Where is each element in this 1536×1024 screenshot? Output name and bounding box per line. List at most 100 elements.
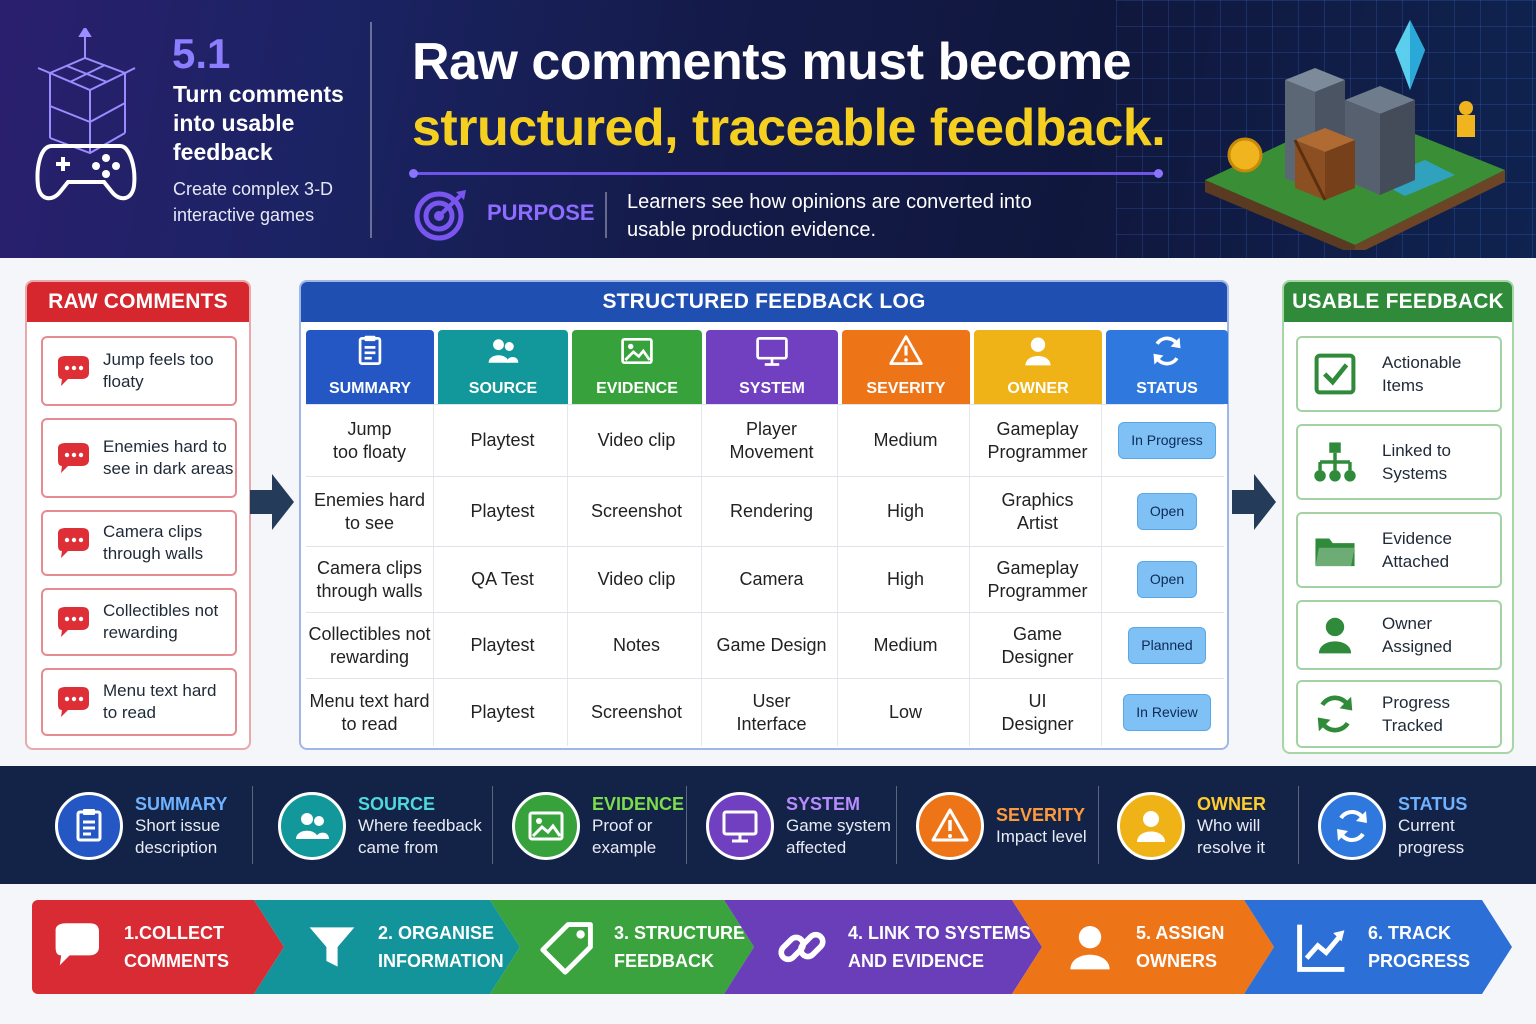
lesson-subtitle: Turn comments into usable feedback (173, 81, 344, 165)
usable-feedback-card: Actionable Items (1296, 336, 1502, 412)
warning-icon (888, 333, 924, 380)
column-header-summary: SUMMARY (306, 330, 434, 404)
raw-comment-card: Enemies hard to see in dark areas (41, 418, 237, 498)
target-icon (414, 190, 466, 241)
table-cell-status: Planned (1106, 613, 1228, 678)
raw-comment-text: Menu text hard to read (103, 681, 217, 722)
checkbox-icon (1312, 351, 1358, 397)
users-icon (278, 792, 346, 860)
course-name: Create complex 3-D interactive games (173, 179, 334, 225)
legend-title: EVIDENCE (592, 794, 685, 814)
image-icon (512, 792, 580, 860)
table-cell-severity: Medium (842, 613, 970, 678)
legend-title: SEVERITY (996, 805, 1086, 825)
legend-description: Who will resolve it (1197, 816, 1266, 857)
cell-text: QA Test (471, 569, 534, 589)
legend-title: SYSTEM (786, 794, 861, 814)
status-badge: Planned (1128, 627, 1206, 664)
table-cell-severity: High (842, 547, 970, 612)
table-cell-system: Game Design (706, 613, 838, 678)
raw-comment-card: Jump feels too floaty (41, 336, 237, 406)
raw-comment-text: Camera clips through walls (103, 522, 204, 563)
monitor-icon (706, 792, 774, 860)
table-cell-severity: High (842, 477, 970, 546)
warning-icon (916, 792, 984, 860)
usable-feedback-label: Actionable Items (1382, 353, 1462, 395)
cell-text: Playtest (470, 501, 535, 521)
clipboard-icon (352, 333, 388, 380)
table-cell-evidence: Screenshot (572, 477, 702, 546)
flow-arrow-right-icon (1232, 474, 1276, 530)
refresh-icon (1149, 333, 1185, 380)
legend-divider (252, 786, 253, 864)
person-icon (1312, 612, 1358, 658)
status-badge: Open (1136, 561, 1198, 598)
legend-divider (896, 786, 897, 864)
person-icon (1020, 333, 1056, 380)
table-cell-source: Playtest (438, 405, 568, 476)
column-header-status: STATUS (1106, 330, 1228, 404)
legend-description: Short issue description (135, 816, 221, 857)
legend-divider (492, 786, 493, 864)
speech-bubble-icon (55, 606, 91, 638)
legend-description: Game system affected (786, 816, 891, 857)
cell-text: High (886, 569, 925, 589)
cell-text: Camera (739, 569, 804, 589)
raw-comment-card: Menu text hard to read (41, 668, 237, 736)
table-cell-source: Playtest (438, 679, 568, 746)
raw-comments-title: RAW COMMENTS (27, 282, 249, 322)
cell-text: Rendering (729, 501, 814, 521)
column-header-label: SYSTEM (739, 380, 805, 397)
folder-icon (1312, 527, 1358, 573)
speech-bubble-icon (55, 442, 91, 474)
headline-underline (409, 169, 1163, 178)
status-badge: Open (1136, 493, 1198, 530)
raw-comment-text: Collectibles not rewarding (103, 601, 219, 642)
raw-comment-text: Enemies hard to see in dark areas (103, 437, 234, 478)
legend-divider (1298, 786, 1299, 864)
column-header-label: STATUS (1136, 380, 1198, 397)
usable-feedback-card: Progress Tracked (1296, 680, 1502, 748)
usable-feedback-card: Evidence Attached (1296, 512, 1502, 588)
usable-feedback-label: Owner Assigned (1382, 614, 1452, 656)
legend-title: STATUS (1398, 794, 1468, 814)
table-cell-system: Camera (706, 547, 838, 612)
cell-text: Screenshot (590, 501, 683, 521)
raw-comment-card: Collectibles not rewarding (41, 588, 237, 656)
